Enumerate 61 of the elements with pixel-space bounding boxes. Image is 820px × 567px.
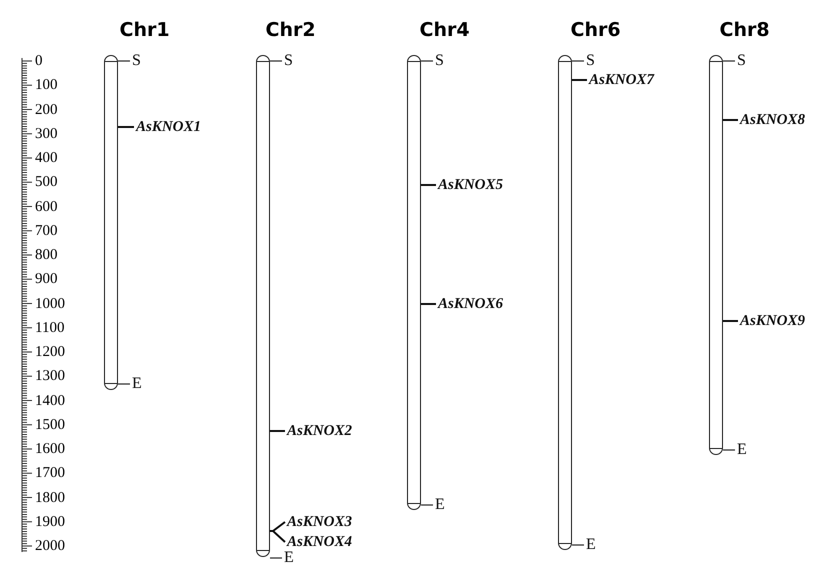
leader-line	[420, 504, 434, 506]
scale-label: 2000	[35, 538, 65, 554]
leader-line	[421, 303, 436, 305]
scale-label: 1900	[35, 514, 65, 530]
gene-label: AsKNOX1	[136, 118, 202, 136]
terminal-label: S	[586, 52, 595, 70]
leader-line	[270, 530, 286, 543]
scale-label: 900	[35, 271, 58, 288]
leader-line	[420, 60, 434, 62]
chromosome-title: Chr2	[266, 19, 316, 41]
gene-label: AsKNOX2	[287, 422, 352, 440]
leader-line	[723, 119, 738, 121]
scale-label: 0	[35, 53, 42, 69]
gene-label: AsKNOX7	[589, 71, 654, 89]
leader-line	[572, 544, 584, 546]
chromosome-title: Chr1	[120, 19, 170, 41]
scale-label: 1700	[35, 465, 65, 482]
leader-line	[723, 320, 738, 322]
leader-line	[722, 60, 736, 62]
terminal-label: E	[435, 496, 445, 514]
chromosome-title: Chr4	[420, 19, 470, 41]
chromosome-title: Chr8	[720, 19, 770, 41]
leader-line	[118, 126, 134, 128]
scale-label: 100	[35, 77, 58, 94]
terminal-label: E	[132, 375, 142, 393]
leader-line	[118, 60, 130, 62]
gene-label: AsKNOX4	[287, 533, 352, 551]
terminal-label: E	[586, 536, 596, 554]
gene-label: AsKNOX5	[438, 176, 504, 194]
scale-label: 1300	[35, 368, 65, 384]
terminal-label: S	[737, 52, 746, 70]
scale-label: 1800	[35, 490, 65, 506]
leader-line	[270, 430, 285, 432]
scale-label: 600	[35, 198, 58, 214]
chromosome-title: Chr6	[570, 19, 621, 41]
scale-label: 200	[35, 102, 58, 118]
gene-label: AsKNOX8	[740, 111, 806, 129]
terminal-label: E	[284, 549, 294, 567]
gene-label: AsKNOX9	[740, 312, 806, 330]
leader-line	[572, 79, 587, 81]
scale-label: 1400	[35, 392, 65, 408]
leader-line	[270, 521, 286, 532]
scale-label: 1500	[35, 416, 65, 433]
leader-line	[270, 60, 282, 62]
leader-line	[421, 184, 436, 186]
gene-label: AsKNOX6	[438, 295, 504, 313]
terminal-label: S	[435, 52, 444, 70]
terminal-label: E	[737, 441, 747, 459]
scale-label: 800	[35, 247, 58, 263]
terminal-label: S	[132, 52, 141, 70]
scale-label: 500	[35, 174, 58, 190]
gene-label: AsKNOX3	[287, 513, 352, 531]
scale-label: 700	[35, 222, 58, 239]
scale-label: 1100	[35, 320, 64, 336]
terminal-label: S	[284, 52, 293, 70]
scale-label: 300	[35, 126, 58, 142]
scale-label: 1600	[35, 441, 65, 457]
scale-label: 1200	[35, 344, 65, 360]
leader-line	[572, 60, 584, 62]
scale-label: 1000	[35, 296, 65, 312]
scale-label: 400	[35, 150, 58, 166]
